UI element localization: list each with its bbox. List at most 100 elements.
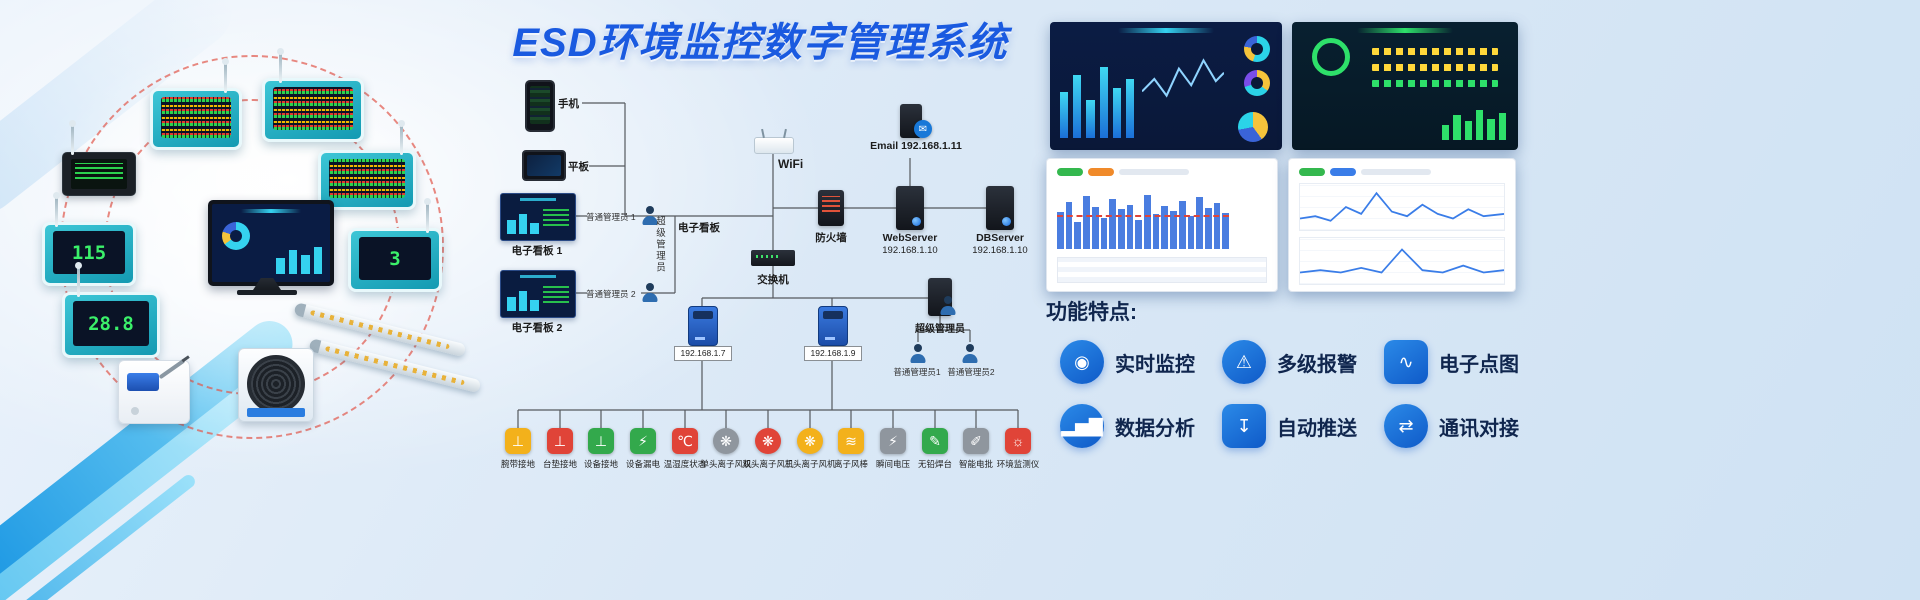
bar <box>288 250 297 274</box>
bar <box>1464 121 1472 140</box>
device-reading: 28.8 <box>73 301 149 346</box>
bar <box>1126 204 1134 249</box>
green-button <box>1057 168 1083 176</box>
leakage-icon: ⚡ <box>630 428 656 454</box>
endpoint-single-fan: ❋ 单头离子风机 <box>698 428 754 470</box>
admin2-person-icon <box>642 283 658 302</box>
chart-screenshot-1 <box>1046 158 1278 292</box>
voltage-icon: ⚡ <box>880 428 906 454</box>
bar <box>1109 198 1116 249</box>
bar <box>1144 195 1151 249</box>
webserver-ip: 192.168.1.10 <box>882 245 938 256</box>
bar <box>1475 109 1484 140</box>
bar <box>1152 214 1160 249</box>
bar <box>1091 207 1099 249</box>
antenna <box>424 198 431 233</box>
bar <box>518 213 528 234</box>
bar <box>1442 124 1450 140</box>
chart-screenshot-2 <box>1288 158 1516 292</box>
dashboard-bar-chart <box>1442 102 1506 140</box>
monitor-dashboard-screen <box>212 204 330 282</box>
green-button <box>1299 168 1325 176</box>
kanban-bar-chart <box>507 210 540 234</box>
bar <box>1060 91 1069 138</box>
bar <box>1083 196 1090 249</box>
collector2-ip: 192.168.1.9 <box>804 346 862 361</box>
topology-connectors <box>517 102 1019 428</box>
bar <box>1178 201 1186 249</box>
wifi-label: WiFi <box>778 157 804 171</box>
dashboard-title-bar <box>1357 28 1453 33</box>
monitor-base <box>237 290 297 295</box>
bar <box>1125 79 1135 138</box>
antenna <box>222 58 229 93</box>
kanban-bar-chart <box>507 287 540 311</box>
monitor-stand <box>253 278 281 290</box>
auto-push-icon: ↧ <box>1222 404 1266 448</box>
esd-monitor-device-5: 3 <box>348 198 442 292</box>
dashboard-screenshot-2 <box>1292 22 1518 150</box>
chart-toolbar <box>1057 166 1267 178</box>
alarm-threshold-line <box>1057 215 1229 217</box>
bar <box>276 258 285 274</box>
bar <box>1074 222 1082 249</box>
endpoint-dual-fan: ❋ 双头离子风机 <box>740 428 796 470</box>
device-cluster: 115 3 28.8 <box>0 0 482 600</box>
switch-label: 交换机 <box>757 274 789 286</box>
feature-multilevel-alarm: ⚠ 多级报警 <box>1222 338 1357 386</box>
feature-data-analysis: ▂▅▇ 数据分析 <box>1060 402 1195 450</box>
antenna <box>277 48 284 83</box>
eboard-label: 电子看板 <box>678 222 720 234</box>
equipment-ground-icon: ⊥ <box>588 428 614 454</box>
endpoint-leakage: ⚡ 设备漏电 <box>615 428 671 470</box>
firewall-stripes <box>822 196 840 212</box>
solder-iron-icon: ✎ <box>922 428 948 454</box>
sub-admin1-person-icon <box>910 344 926 363</box>
admin1-label: 普通管理员 1 <box>586 212 636 222</box>
kanban-screen-2 <box>500 270 576 318</box>
dbserver-icon <box>986 186 1014 230</box>
orange-button <box>1088 168 1114 176</box>
fan-icon: ❋ <box>713 428 739 454</box>
pie-chart-icon <box>1238 112 1268 142</box>
kanban-screen-1 <box>500 193 576 241</box>
firewall-label: 防火墙 <box>815 232 847 244</box>
trend-bar-chart <box>1057 189 1230 249</box>
endpoint-wrist-ground: ⊥ 腕带接地 <box>490 428 546 470</box>
bar <box>1057 211 1064 249</box>
globe-dot-icon <box>1002 217 1011 226</box>
collector1-icon <box>688 306 718 346</box>
fan-base <box>247 408 305 417</box>
phone-label: 手机 <box>558 98 579 110</box>
bar <box>1170 210 1177 249</box>
kanban-2-label: 电子看板 2 <box>511 322 563 334</box>
bar <box>1196 197 1203 249</box>
bar <box>507 219 516 234</box>
data-table-placeholder <box>1057 257 1267 283</box>
dashboard-line-chart <box>1142 58 1224 98</box>
phone-icon <box>525 80 555 132</box>
bar <box>1112 87 1121 138</box>
bar <box>1453 115 1461 140</box>
dashboard-bar-chart <box>1060 54 1135 138</box>
feature-communication-interface: ⇄ 通讯对接 <box>1384 402 1519 450</box>
endpoint-mat-ground: ⊥ 台垫接地 <box>532 428 588 470</box>
endpoint-transient-voltage: ⚡ 瞬间电压 <box>865 428 921 470</box>
email-glyph: ✉ <box>918 123 928 135</box>
sub-admin1-label: 普通管理员1 <box>893 367 941 377</box>
esd-monitor-device-4: 115 <box>42 192 136 286</box>
dual-fan-icon: ❋ <box>755 428 781 454</box>
endpoint-solder-station: ✎ 无铅焊台 <box>907 428 963 470</box>
triple-fan-icon: ❋ <box>797 428 823 454</box>
esd-monitor-device-6: 28.8 <box>62 262 160 358</box>
sub-admin2-person-icon <box>962 344 978 363</box>
bar <box>507 296 516 311</box>
endpoint-triple-fan: ❋ 三头离子风机 <box>782 428 838 470</box>
thermometer-icon: ℃ <box>672 428 698 454</box>
chart-toolbar <box>1299 166 1505 178</box>
dashboard-title-bar <box>1118 28 1214 33</box>
monitor-bar-chart <box>276 242 322 274</box>
super-admin-side-label: 超级管理员 <box>654 216 665 274</box>
bar <box>530 223 540 234</box>
